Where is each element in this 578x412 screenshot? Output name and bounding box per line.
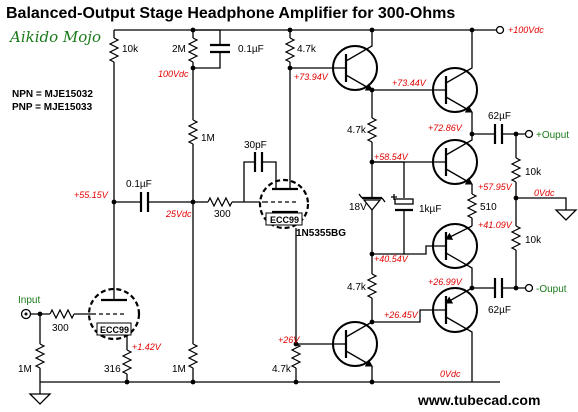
- label-r-plate-load: 4.7k: [297, 44, 317, 55]
- voltage-q6-emitter: +26.45V: [384, 310, 419, 320]
- label-tube-input: ECC99: [100, 325, 129, 335]
- voltage-center: 25Vdc: [165, 209, 192, 219]
- voltage-q1-emitter: +73.94V: [294, 72, 329, 82]
- voltage-zener-top: +58.54V: [374, 152, 409, 162]
- resistor-bias-top: [187, 30, 199, 120]
- voltage-output-center: 0Vdc: [534, 188, 555, 198]
- label-r-grid-top: 10k: [122, 44, 139, 55]
- capacitor-bias: [193, 29, 230, 69]
- label-zener-voltage: 18V: [349, 202, 367, 213]
- resistor-input: [34, 314, 46, 382]
- ground-rail: [28, 379, 500, 405]
- label-c-bias: 0.1µF: [238, 44, 264, 55]
- input-label: Input: [18, 295, 40, 306]
- transistor-q3-npn: [372, 134, 478, 194]
- voltage-ground: 0Vdc: [440, 369, 461, 379]
- pnp-note: PNP = MJE15033: [12, 102, 93, 113]
- label-c-miller: 30pF: [244, 140, 267, 151]
- voltage-out-top: +72.86V: [428, 123, 463, 133]
- label-r-emitter: 510: [480, 202, 497, 213]
- output-minus-jack[interactable]: [524, 283, 534, 293]
- schematic-title: Balanced-Output Stage Headphone Amplifie…: [6, 5, 455, 22]
- label-r-cathode: 316: [104, 364, 121, 375]
- ground-symbol-output: [516, 197, 578, 221]
- label-r-npn-base: 4.7k: [347, 125, 367, 136]
- website-label: www.tubecad.com: [417, 392, 540, 408]
- transistor-q5-pnp: [372, 287, 478, 382]
- brand-logo: Aikido Mojo: [8, 28, 101, 46]
- capacitor-out-bottom: [472, 278, 526, 298]
- transistor-q2-npn: [372, 30, 478, 134]
- supply-rail: [114, 25, 505, 35]
- supply-voltage: +100Vdc: [508, 25, 544, 35]
- capacitor-coupling: [114, 192, 193, 212]
- voltage-q4-emitter: +57.95V: [478, 182, 513, 192]
- output-minus-label: -Ouput: [536, 284, 567, 295]
- voltage-q5-emitter: +41.09V: [478, 220, 513, 230]
- voltage-cathode: +1.42V: [132, 342, 162, 352]
- resistor-bias-mid: [187, 119, 199, 344]
- voltage-q2-emitter: +73.44V: [392, 78, 427, 88]
- resistor-bias-bottom: [187, 343, 199, 382]
- resistor-split-bottom: [510, 198, 522, 288]
- output-plus-jack[interactable]: [524, 129, 534, 139]
- resistor-grid-top: [108, 30, 120, 268]
- voltage-out-bottom: +26.99V: [428, 277, 463, 287]
- label-r-split-top: 10k: [525, 167, 542, 178]
- transistor-q6-npn: [330, 321, 378, 382]
- resistor-npn-base: [366, 117, 378, 162]
- label-r-grid-stop: 300: [214, 209, 231, 220]
- label-r-input: 1M: [18, 364, 32, 375]
- label-r-bias-top: 2M: [172, 44, 186, 55]
- transistor-q4-pnp: [404, 223, 478, 288]
- resistor-emitter: [466, 193, 478, 226]
- resistor-grid-stop: [193, 196, 262, 208]
- zener-diode: [358, 162, 386, 254]
- label-r-cs-bottom: 4.7k: [272, 364, 292, 375]
- output-plus-label: +Ouput: [536, 130, 569, 141]
- label-zener-part: 1N5355BG: [296, 228, 346, 239]
- capacitor-miller: [243, 152, 277, 202]
- label-r-input-stop: 300: [52, 323, 69, 334]
- voltage-grid-node: +55.15V: [74, 190, 109, 200]
- resistor-cathode: [121, 340, 133, 382]
- label-c-out-bottom: 62µF: [488, 305, 511, 316]
- label-r-pnp-base: 4.7k: [347, 282, 367, 293]
- voltage-zener-bottom: +40.54V: [374, 254, 409, 264]
- transistor-q1-npn: [290, 30, 378, 118]
- label-c-bypass: 1kµF: [419, 204, 441, 215]
- label-c-out-top: 62µF: [488, 111, 511, 122]
- tube-cathode-follower: [258, 30, 310, 230]
- label-tube-cf: ECC99: [270, 215, 299, 225]
- label-r-bias-bottom: 1M: [172, 364, 186, 375]
- label-r-bias-mid: 1M: [201, 133, 215, 144]
- resistor-pnp-base: [366, 254, 378, 322]
- label-c-coupling: 0.1µF: [126, 179, 152, 190]
- label-r-split-bottom: 10k: [525, 235, 542, 246]
- resistor-split-top: [510, 134, 522, 198]
- cf-cathode-line: [290, 228, 302, 382]
- capacitor-bypass: [372, 161, 414, 255]
- npn-note: NPN = MJE15032: [12, 89, 93, 100]
- voltage-bias-node: 100Vdc: [158, 69, 189, 79]
- voltage-q6-base: +26V: [278, 335, 300, 345]
- resistor-plate-load: [284, 37, 296, 63]
- input-jack[interactable]: [20, 308, 32, 320]
